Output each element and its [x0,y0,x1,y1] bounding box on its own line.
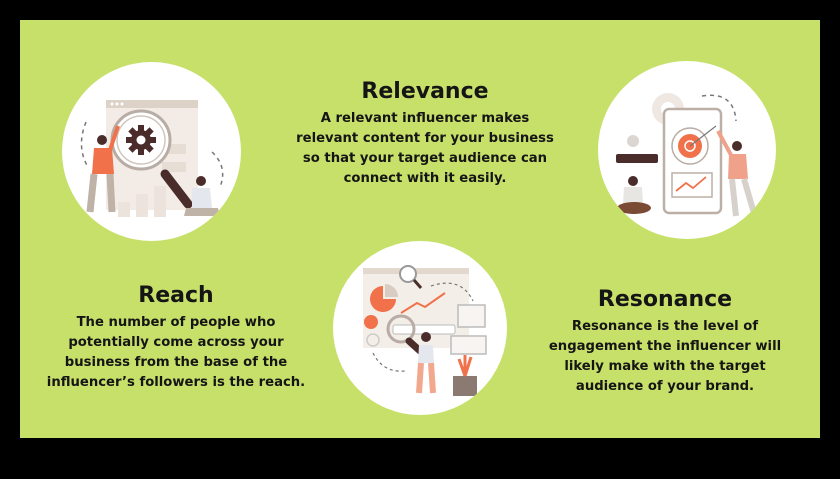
text-line: likely make with the target [564,359,766,374]
search-bar-icon [616,154,658,163]
text-line: A relevant influencer makes [320,111,530,126]
text-line: business from the base of the [64,355,288,370]
reach-section: Reach The number of people who potential… [40,283,312,393]
relevance-section: Relevance A relevant influencer makes re… [270,79,580,189]
analytics-search-illustration [333,241,507,415]
text-line: engagement the influencer will [548,339,782,354]
resonance-title: Resonance [597,287,733,312]
reach-description: The number of people who potentially com… [40,313,312,393]
target-phone-illustration [598,61,776,239]
resonance-description: Resonance is the level of engagement the… [540,317,790,397]
text-line: potentially come across your [68,335,284,350]
text-line: The number of people who [76,315,276,330]
gear-icon [80,100,224,217]
text-line: connect with it easily. [343,171,507,186]
resonance-section: Resonance Resonance is the level of enga… [540,287,790,397]
target-icon [616,93,757,217]
relevance-title: Relevance [361,79,489,104]
gear-magnifier-illustration [62,62,241,241]
text-line: so that your target audience can [302,151,548,166]
text-line: influencer’s followers is the reach. [46,375,306,390]
relevance-description: A relevant influencer makes relevant con… [270,109,580,189]
magnifier-icon [363,265,487,396]
text-line: Resonance is the level of [571,319,759,334]
reach-title: Reach [138,283,214,308]
text-line: relevant content for your business [296,131,554,146]
text-line: audience of your brand. [575,379,755,394]
